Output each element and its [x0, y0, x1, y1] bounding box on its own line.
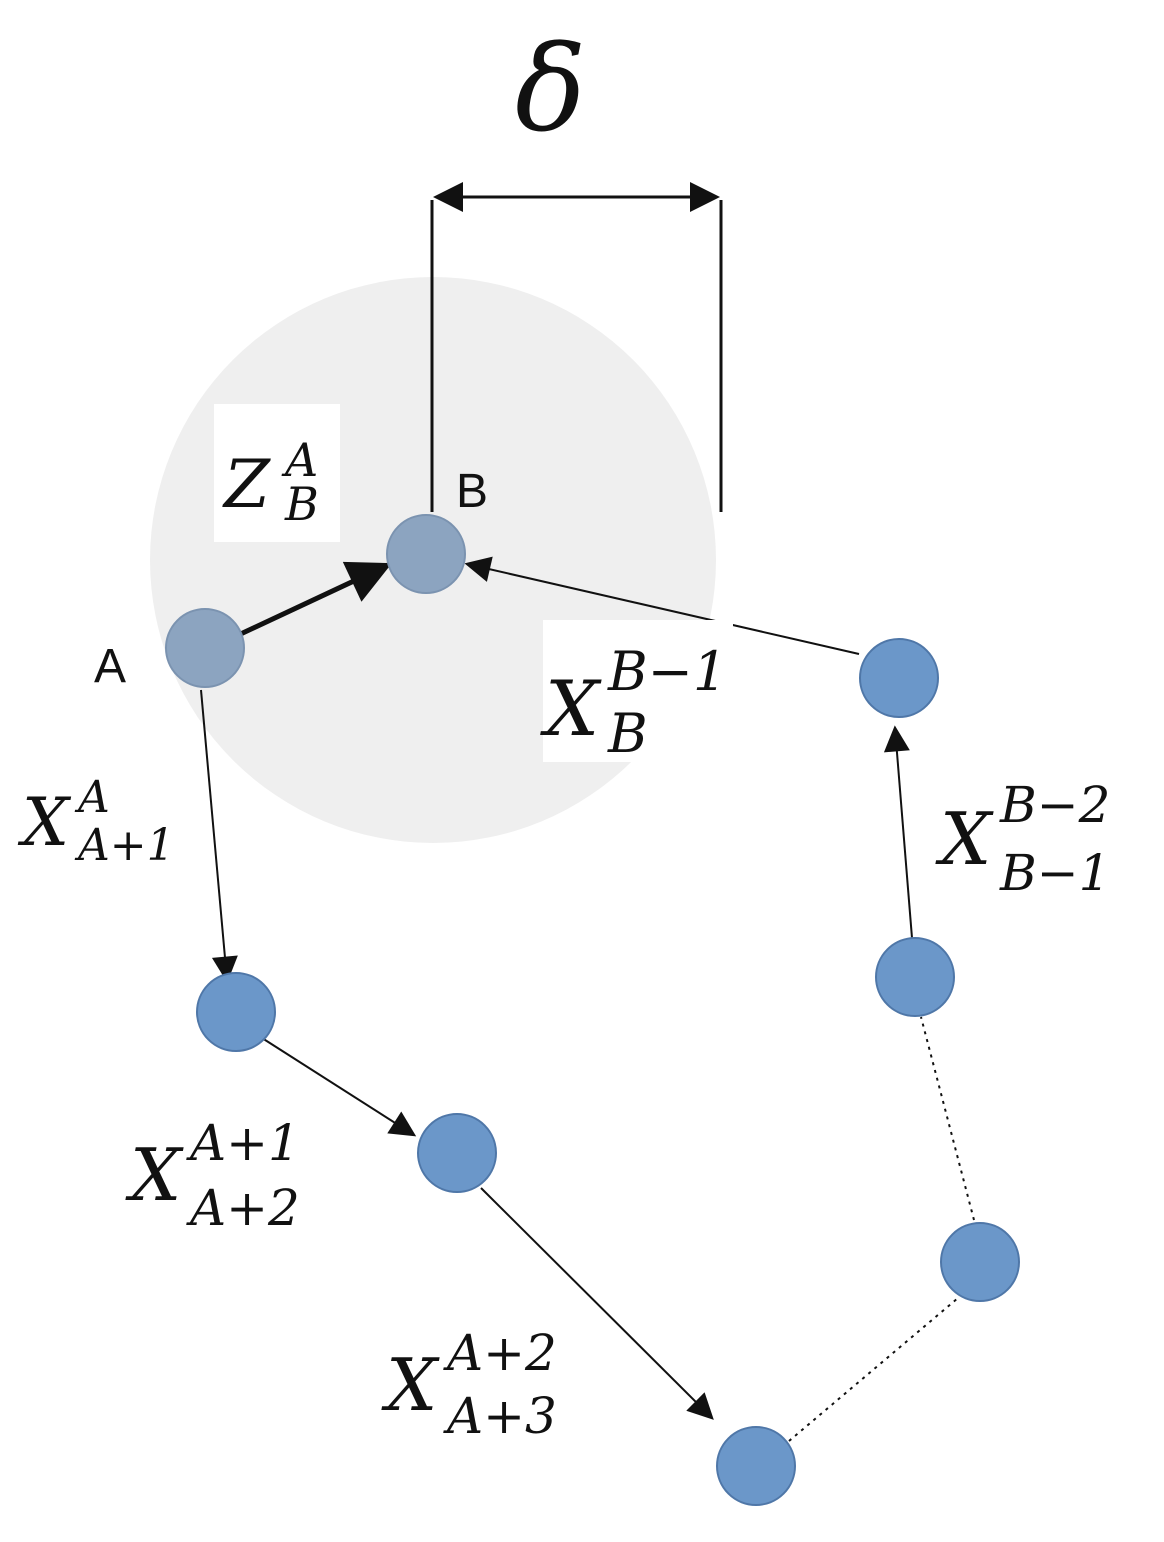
- edge-a3-to-b3-dotted: [788, 1297, 959, 1442]
- svg-text:B−1: B−1: [999, 844, 1110, 902]
- svg-text:A+1: A+1: [186, 1114, 300, 1172]
- label-x-a1-a: X A A+1: [17, 772, 175, 871]
- svg-text:A+2: A+2: [443, 1324, 557, 1382]
- edge-z-a-to-b: [230, 561, 392, 641]
- node-a2: [417, 1113, 497, 1193]
- node-a3: [716, 1426, 796, 1506]
- label-x-a3-a2: X A+2 A+3: [381, 1324, 557, 1445]
- svg-text:B−2: B−2: [999, 776, 1110, 834]
- svg-text:X: X: [540, 664, 602, 753]
- label-x-b1-b2: X B−2 B−1: [935, 776, 1110, 902]
- edge-a1-to-a2: [261, 1037, 417, 1137]
- label-x-b-b1: X B−1 B: [540, 620, 733, 765]
- svg-text:A+3: A+3: [443, 1387, 557, 1445]
- svg-text:X: X: [935, 797, 994, 881]
- node-b-label: B: [456, 465, 488, 518]
- svg-text:X: X: [381, 1343, 440, 1427]
- svg-text:B: B: [284, 477, 319, 531]
- node-b: [386, 514, 466, 594]
- node-a-label: A: [94, 640, 126, 693]
- node-a: [165, 608, 245, 688]
- svg-text:A+2: A+2: [186, 1179, 300, 1237]
- svg-text:X: X: [17, 784, 72, 861]
- label-x-a2-a1: X A+1 A+2: [125, 1114, 300, 1237]
- label-z-b-a: Z A B: [214, 404, 340, 542]
- edge-b1-to-b: [464, 556, 860, 655]
- edge-a-to-a1: [200, 689, 238, 983]
- edge-b3-to-b2-dotted: [920, 1016, 975, 1221]
- node-b1: [859, 638, 939, 718]
- svg-text:B: B: [607, 702, 648, 765]
- svg-text:B−1: B−1: [607, 640, 727, 703]
- svg-text:Z: Z: [222, 446, 271, 523]
- edge-b2-to-b1: [883, 725, 913, 939]
- node-b2: [875, 937, 955, 1017]
- node-a1: [196, 972, 276, 1052]
- svg-text:X: X: [125, 1133, 184, 1217]
- svg-text:A: A: [281, 433, 318, 487]
- delta-dimension: δ: [430, 20, 723, 512]
- delta-symbol: δ: [515, 20, 586, 158]
- node-b3: [940, 1222, 1020, 1302]
- edge-a2-to-a3: [480, 1187, 714, 1420]
- svg-text:A+1: A+1: [74, 820, 175, 871]
- svg-text:A: A: [74, 772, 110, 823]
